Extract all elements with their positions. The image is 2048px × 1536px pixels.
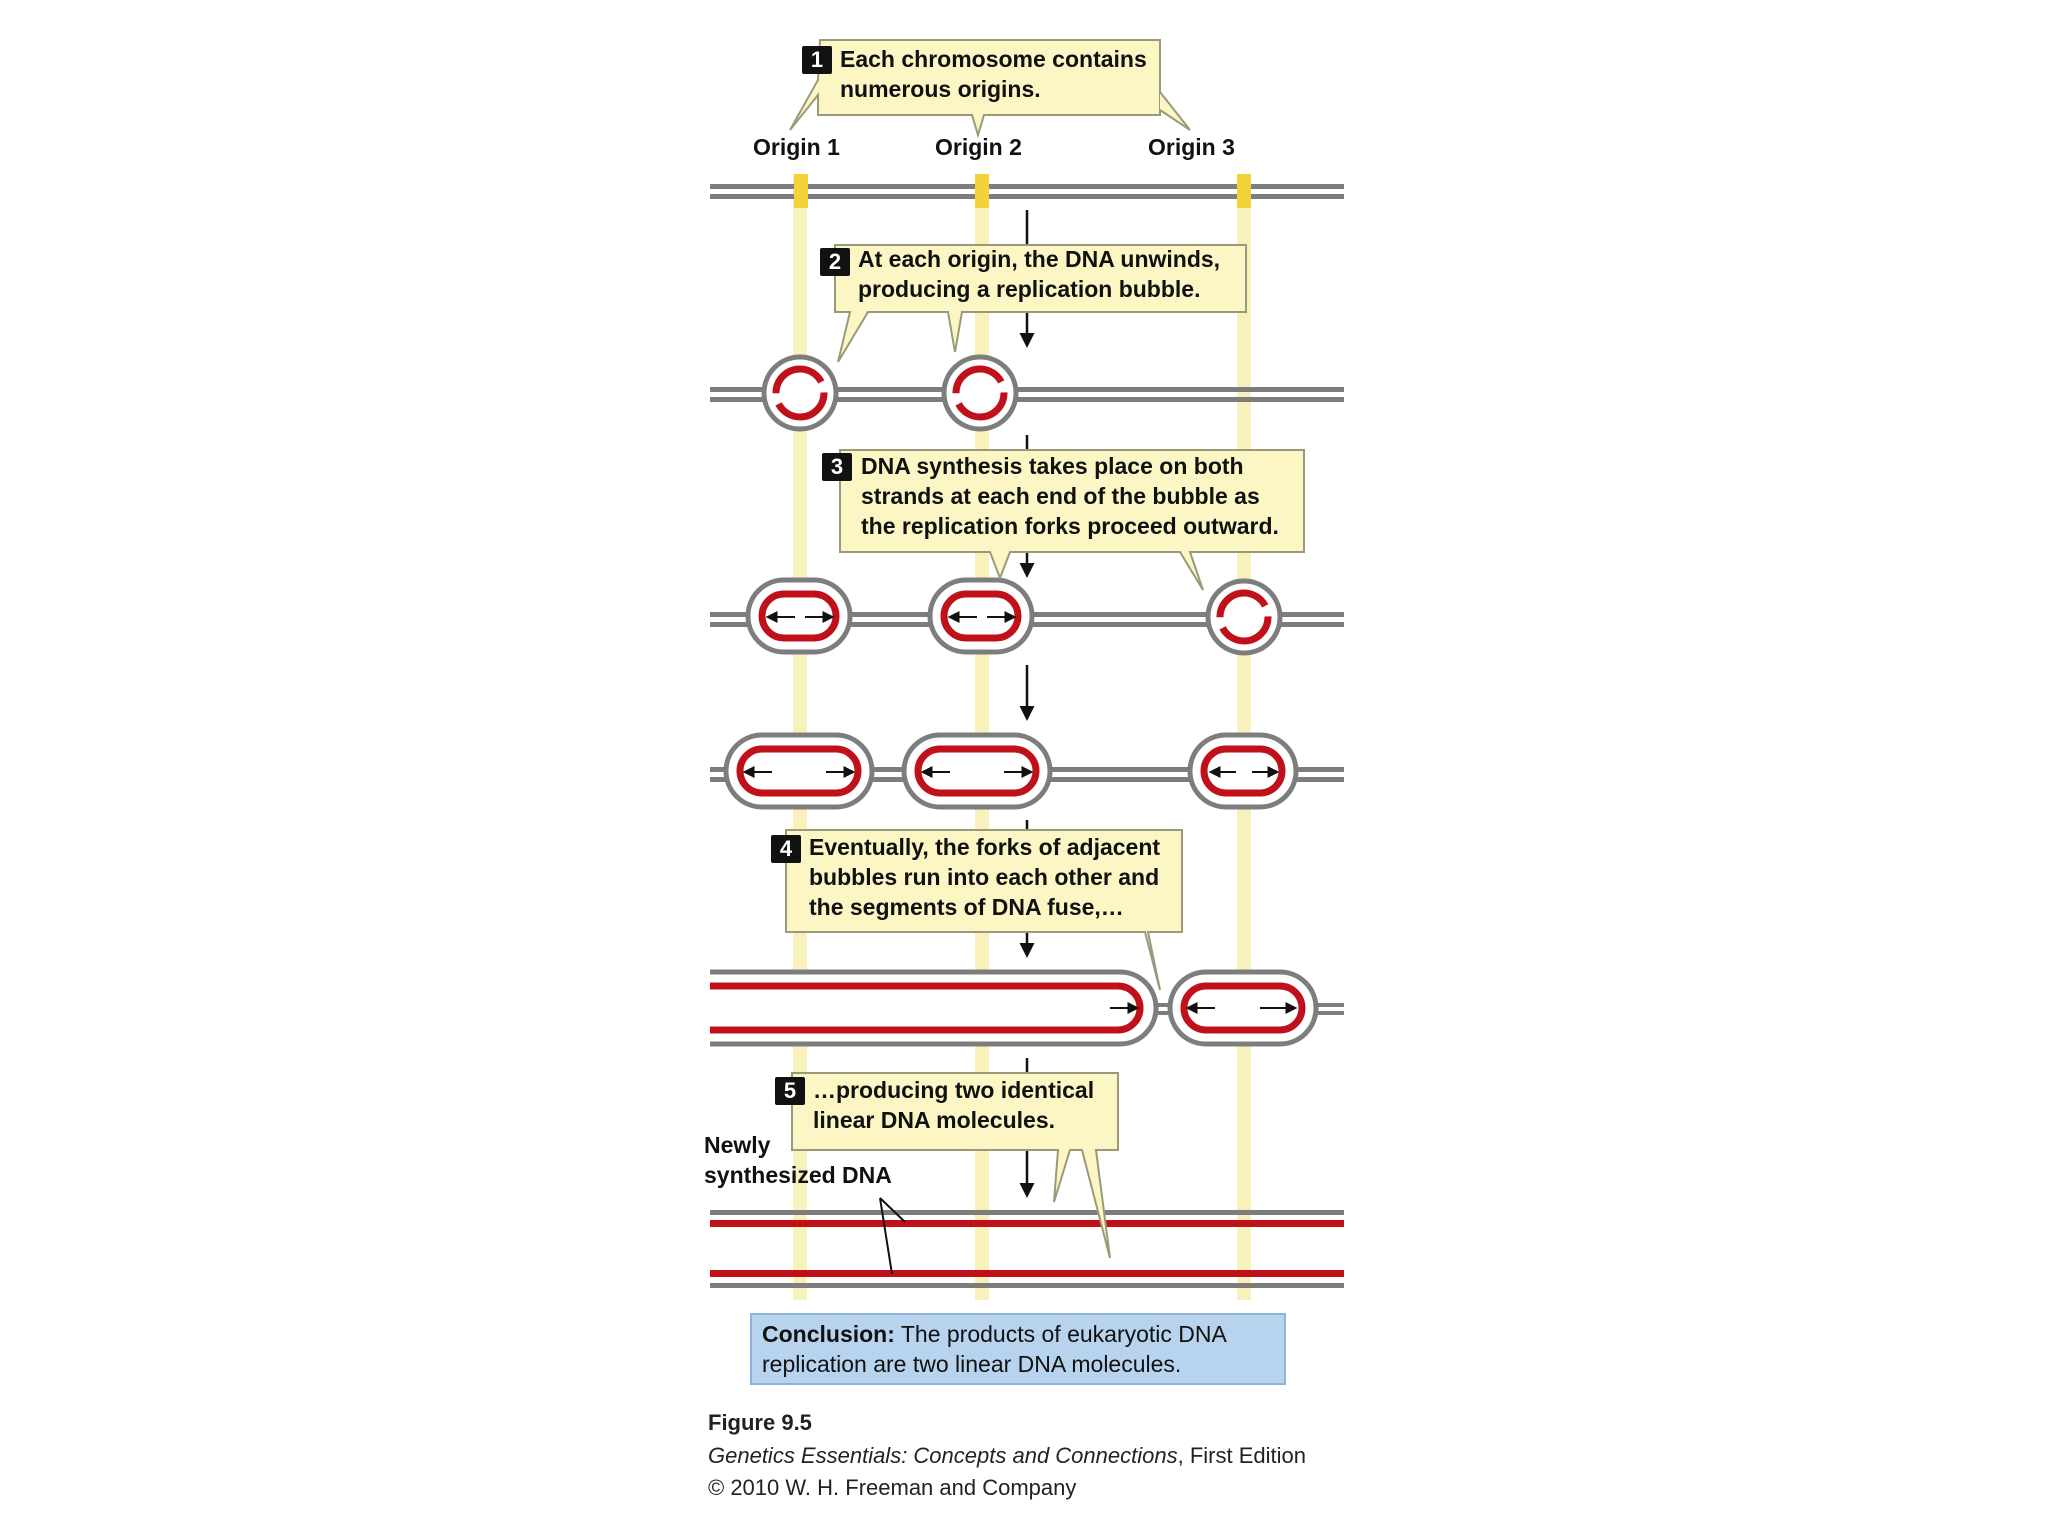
step-4-number: 4 xyxy=(771,835,801,863)
step-3-line-3: the replication forks proceed outward. xyxy=(861,513,1279,539)
step-2-line-1: At each origin, the DNA unwinds, xyxy=(858,246,1221,272)
step-3-number: 3 xyxy=(822,453,852,481)
origin-2-marker xyxy=(975,174,989,208)
callouts xyxy=(785,39,1305,1259)
step-3-line-2: strands at each end of the bubble as xyxy=(861,483,1260,509)
origin-2-label: Origin 2 xyxy=(935,134,1022,160)
step-1-line-1: Each chromosome contains xyxy=(840,46,1147,72)
step-4-text: Eventually, the forks of adjacent bubble… xyxy=(809,832,1160,922)
callout-5-box xyxy=(791,1072,1119,1259)
row-expanding-bubbles xyxy=(710,577,1344,656)
origin-1-marker xyxy=(794,174,808,208)
callout-4-box xyxy=(785,829,1183,991)
book-title: Genetics Essentials: Concepts and Connec… xyxy=(708,1443,1178,1468)
newly-label-line-1: Newly xyxy=(704,1132,771,1158)
callout-3-box xyxy=(839,449,1305,591)
row-two-molecules xyxy=(710,1197,1344,1288)
step-4-line-1: Eventually, the forks of adjacent xyxy=(809,834,1161,860)
step-1-text: Each chromosome contains numerous origin… xyxy=(840,44,1147,104)
copyright: © 2010 W. H. Freeman and Company xyxy=(708,1475,1077,1500)
step-4-line-3: the segments of DNA fuse,… xyxy=(809,894,1124,920)
step-5-line-2: linear DNA molecules. xyxy=(813,1107,1056,1133)
step-2-line-2: producing a replication bubble. xyxy=(858,276,1201,302)
step-3-text: DNA synthesis takes place on both strand… xyxy=(861,451,1279,541)
row-large-bubbles xyxy=(710,732,1344,810)
step-2-number: 2 xyxy=(820,248,850,276)
conclusion-heading: Conclusion: xyxy=(762,1321,895,1347)
newly-synthesized-label: Newly synthesized DNA xyxy=(704,1130,892,1190)
book-edition: , First Edition xyxy=(1177,1443,1306,1468)
row-parent-dna xyxy=(710,174,1344,208)
figure-source: Genetics Essentials: Concepts and Connec… xyxy=(708,1443,1306,1469)
conclusion-body: The products of eukaryotic DNA replicati… xyxy=(762,1321,1226,1377)
step-1-number: 1 xyxy=(802,46,832,74)
step-1-line-2: numerous origins. xyxy=(840,76,1041,102)
step-5-line-1: …producing two identical xyxy=(813,1077,1095,1103)
step-5-text: …producing two identical linear DNA mole… xyxy=(813,1075,1094,1135)
newly-dna-pointer xyxy=(879,1197,906,1275)
step-3-line-1: DNA synthesis takes place on both xyxy=(861,453,1244,479)
figure-number: Figure 9.5 xyxy=(708,1410,812,1435)
callout-1-box xyxy=(789,39,1161,139)
origin-1-label: Origin 1 xyxy=(753,134,840,160)
row-fusing xyxy=(710,969,1344,1047)
step-2-text: At each origin, the DNA unwinds, produci… xyxy=(858,244,1220,304)
conclusion-box: Conclusion: The products of eukaryotic D… xyxy=(750,1313,1286,1385)
step-4-line-2: bubbles run into each other and xyxy=(809,864,1160,890)
origin-3-label: Origin 3 xyxy=(1148,134,1235,160)
row-two-bubbles xyxy=(710,354,1344,432)
newly-label-line-2: synthesized DNA xyxy=(704,1162,892,1188)
callout-2-box xyxy=(834,244,1247,363)
origin-3-marker xyxy=(1237,174,1251,208)
step-5-number: 5 xyxy=(775,1077,805,1105)
